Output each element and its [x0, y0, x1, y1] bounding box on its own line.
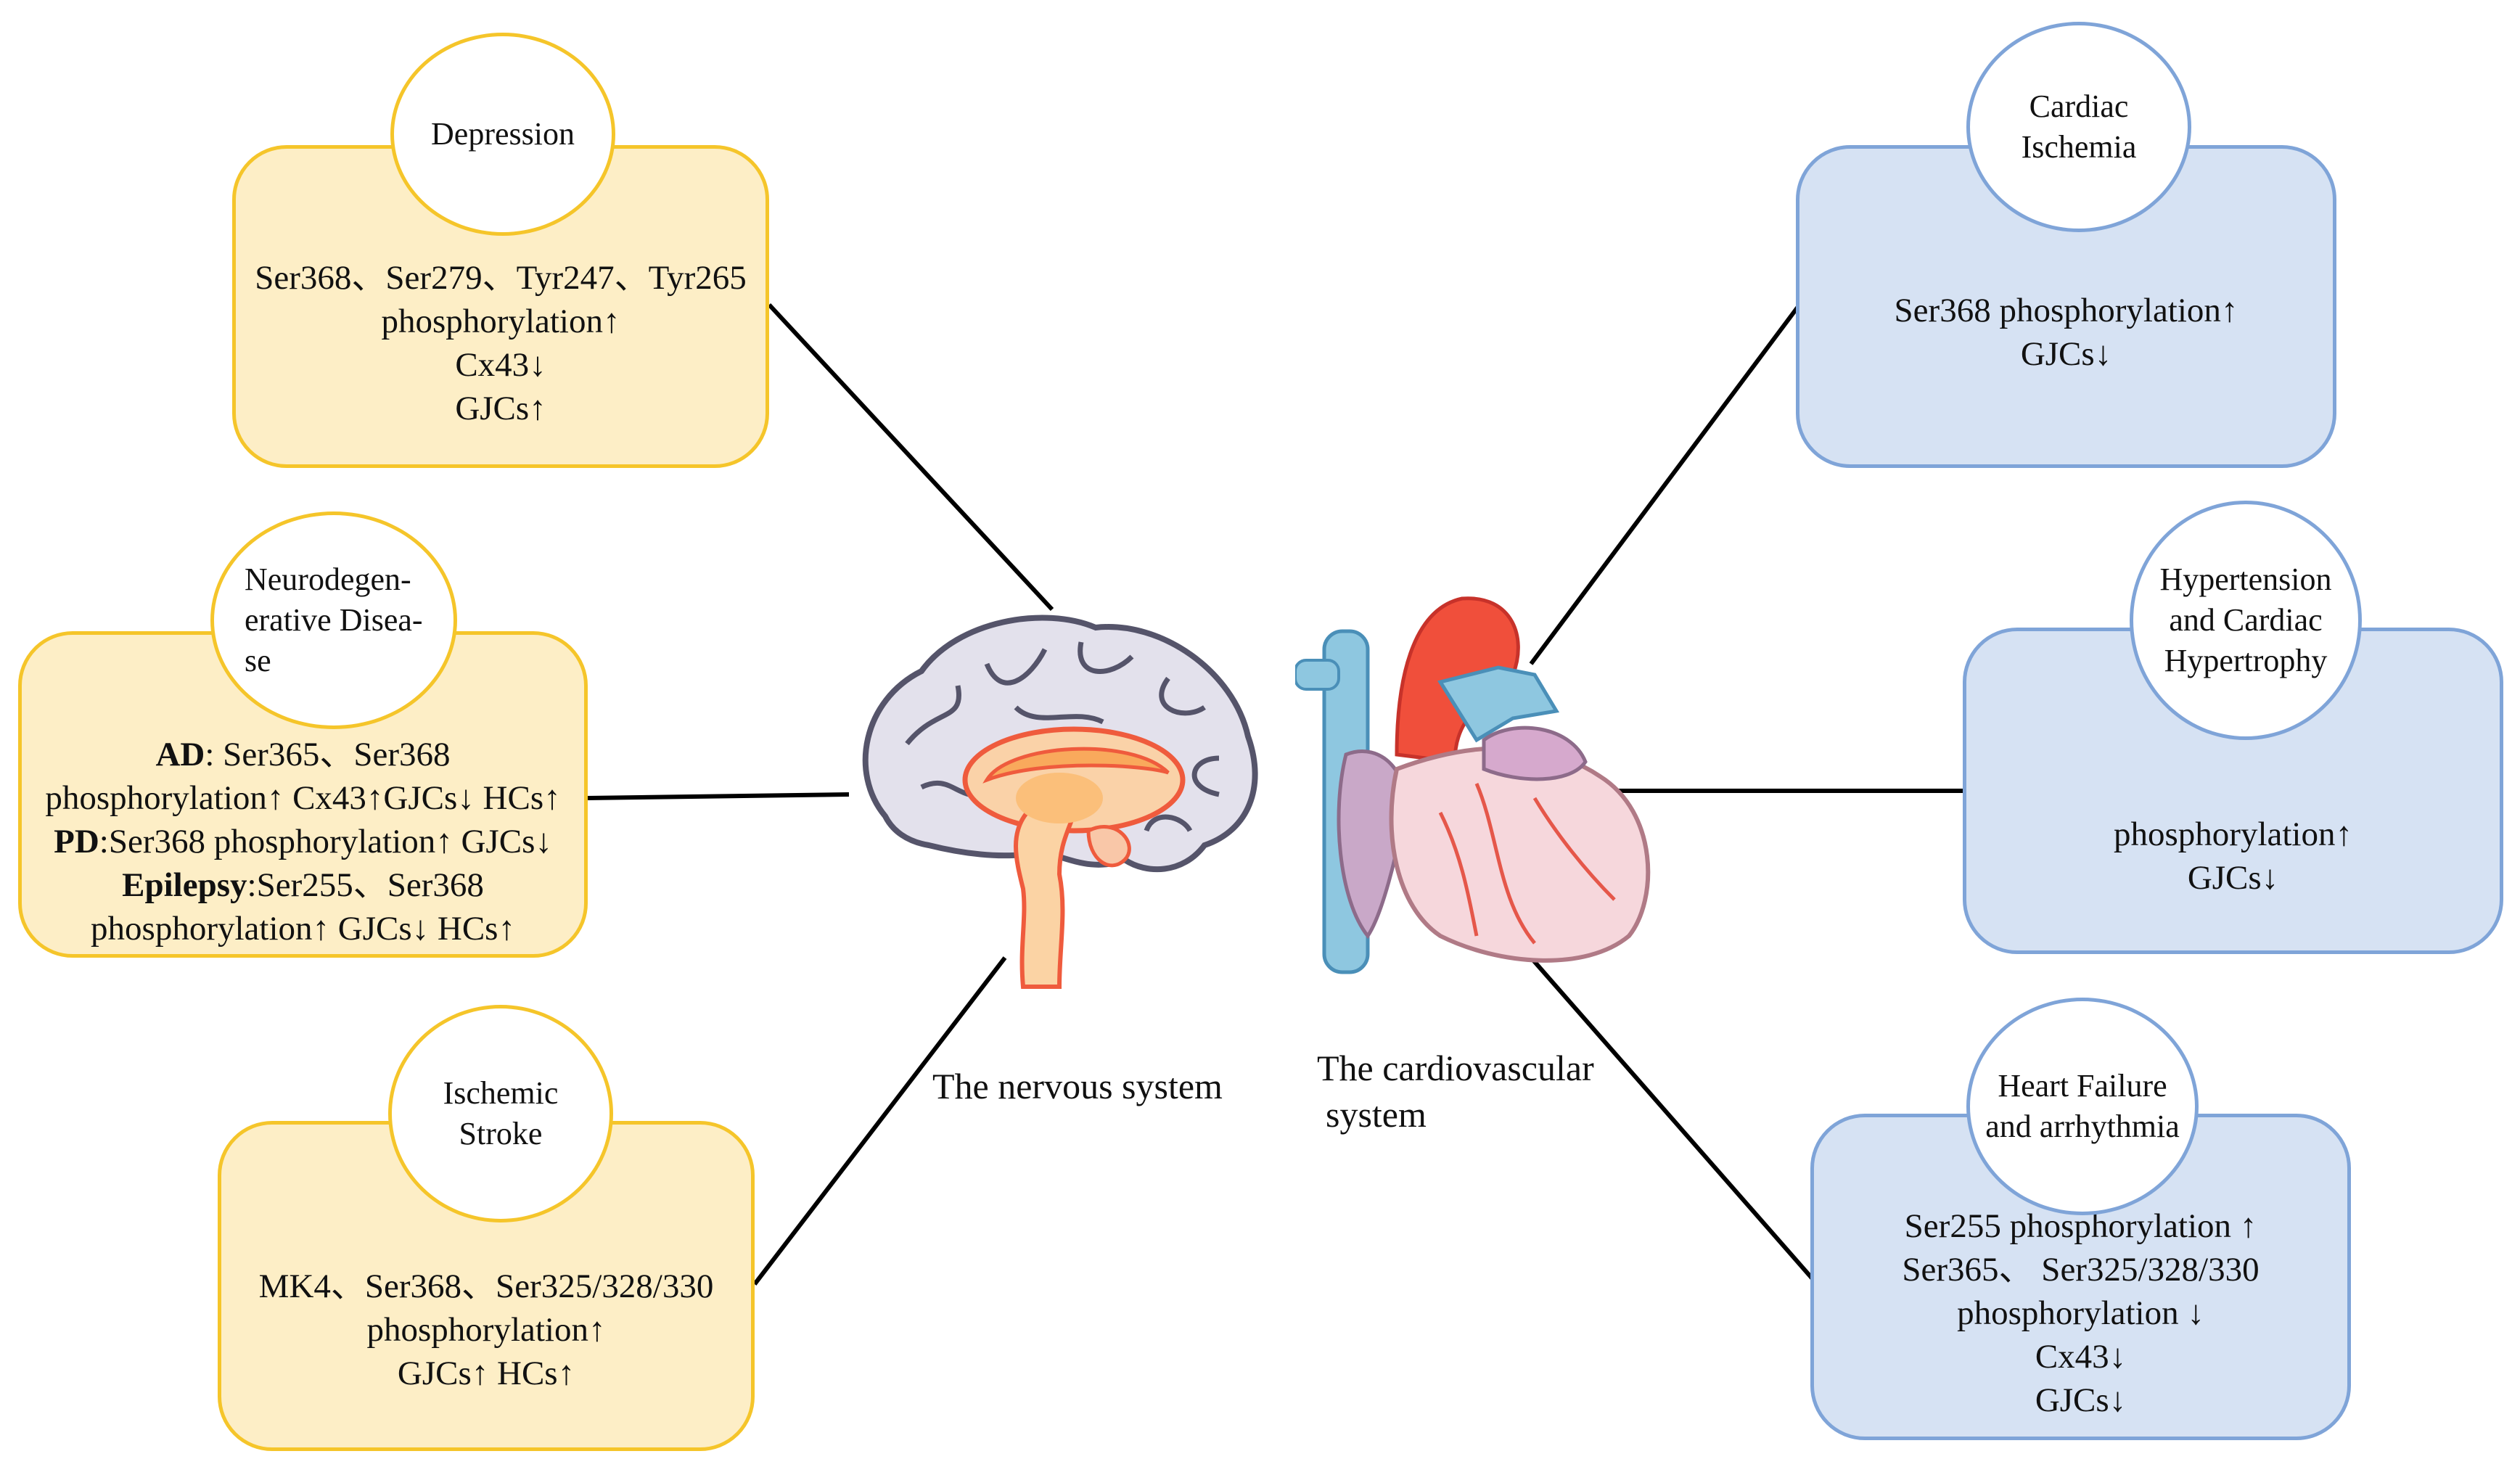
- link-failure: [1529, 956, 1816, 1282]
- link-neuro: [587, 792, 850, 800]
- epilepsy-label: Epilepsy: [122, 866, 247, 904]
- depression-title: Depression: [431, 116, 575, 152]
- epilepsy-line: Epilepsy:Ser255、Ser368: [122, 863, 484, 907]
- hypertension-title-circle: Hypertension and Cardiac Hypertrophy: [2130, 501, 2362, 740]
- ad-line-2: phosphorylation↑ Cx43↑GJCs↓ HCs↑: [45, 779, 561, 817]
- hypertension-title-line: Hypertrophy: [2164, 643, 2328, 678]
- ad-label: AD: [155, 736, 205, 773]
- stroke-line: phosphorylation↑: [366, 1310, 606, 1349]
- depression-box: Ser368、Ser279、Tyr247、Tyr265 phosphorylat…: [232, 145, 769, 468]
- ischemia-title-circle: Cardiac Ischemia: [1966, 22, 2191, 232]
- neuro-title-line: erative Disea-: [245, 602, 423, 638]
- failure-line: GJCs↓: [2035, 1381, 2127, 1419]
- neurodegenerative-box: AD: Ser365、Ser368 phosphorylation↑ Cx43↑…: [18, 631, 588, 958]
- failure-line: Ser365、 Ser325/328/330: [1902, 1251, 2260, 1289]
- depression-line: phosphorylation↑: [381, 302, 620, 340]
- failure-title-line: Heart Failure: [1998, 1068, 2167, 1104]
- heart-illustration: [1295, 596, 1651, 974]
- link-depression: [767, 303, 1054, 612]
- hypertension-title-line: and Cardiac: [2169, 602, 2323, 638]
- depression-line: Cx43↓: [455, 345, 546, 384]
- failure-line: phosphorylation ↓: [1957, 1294, 2204, 1332]
- ischemia-title-line: Cardiac: [2029, 89, 2129, 124]
- depression-title-circle: Depression: [390, 33, 615, 236]
- stroke-title-line: Ischemic: [443, 1075, 559, 1111]
- stroke-title-circle: Ischemic Stroke: [388, 1005, 613, 1222]
- hypertension-title-line: Hypertension: [2159, 562, 2332, 597]
- ischemia-line: Ser368 phosphorylation↑: [1894, 291, 2238, 329]
- cardio-label-line: The cardiovascular: [1317, 1048, 1594, 1088]
- epilepsy-line-2: phosphorylation↑ GJCs↓ HCs↑: [91, 910, 515, 948]
- cardiovascular-system-label: The cardiovascular system: [1317, 1045, 1594, 1138]
- hypertension-line: phosphorylation↑: [2114, 815, 2352, 853]
- stroke-line: GJCs↑ HCs↑: [397, 1354, 575, 1392]
- pd-text: :Ser368 phosphorylation↑ GJCs↓: [99, 823, 552, 860]
- neuro-title-line: se: [245, 643, 271, 678]
- pd-label: PD: [54, 823, 99, 860]
- failure-title-line: and arrhythmia: [1985, 1109, 2180, 1144]
- pd-line: PD:Ser368 phosphorylation↑ GJCs↓: [54, 820, 552, 863]
- depression-line: Ser368、Ser279、Tyr247、Tyr265: [255, 258, 747, 297]
- hypertension-line: GJCs↓: [2187, 859, 2279, 897]
- ischemia-title-line: Ischemia: [2021, 129, 2137, 165]
- cardio-label-line: system: [1326, 1094, 1427, 1135]
- failure-title-circle: Heart Failure and arrhythmia: [1966, 998, 2199, 1215]
- stroke-line: MK4、Ser368、Ser325/328/330: [258, 1267, 714, 1305]
- neuro-title-line: Neurodegen-: [245, 562, 411, 597]
- nervous-system-label: The nervous system: [932, 1066, 1223, 1106]
- link-ischemia: [1529, 303, 1802, 665]
- stroke-title-line: Stroke: [459, 1116, 543, 1151]
- brain-illustration: [862, 615, 1258, 989]
- failure-line: Cx43↓: [2035, 1338, 2127, 1376]
- ad-text: : Ser365、Ser368: [205, 736, 451, 773]
- depression-line: GJCs↑: [455, 389, 546, 427]
- epilepsy-text: :Ser255、Ser368: [247, 866, 484, 904]
- link-stroke: [752, 956, 1007, 1286]
- ischemia-line: GJCs↓: [2020, 334, 2112, 373]
- ad-line: AD: Ser365、Ser368: [155, 733, 450, 776]
- neurodegenerative-title-circle: Neurodegen- erative Disea- se: [210, 511, 457, 729]
